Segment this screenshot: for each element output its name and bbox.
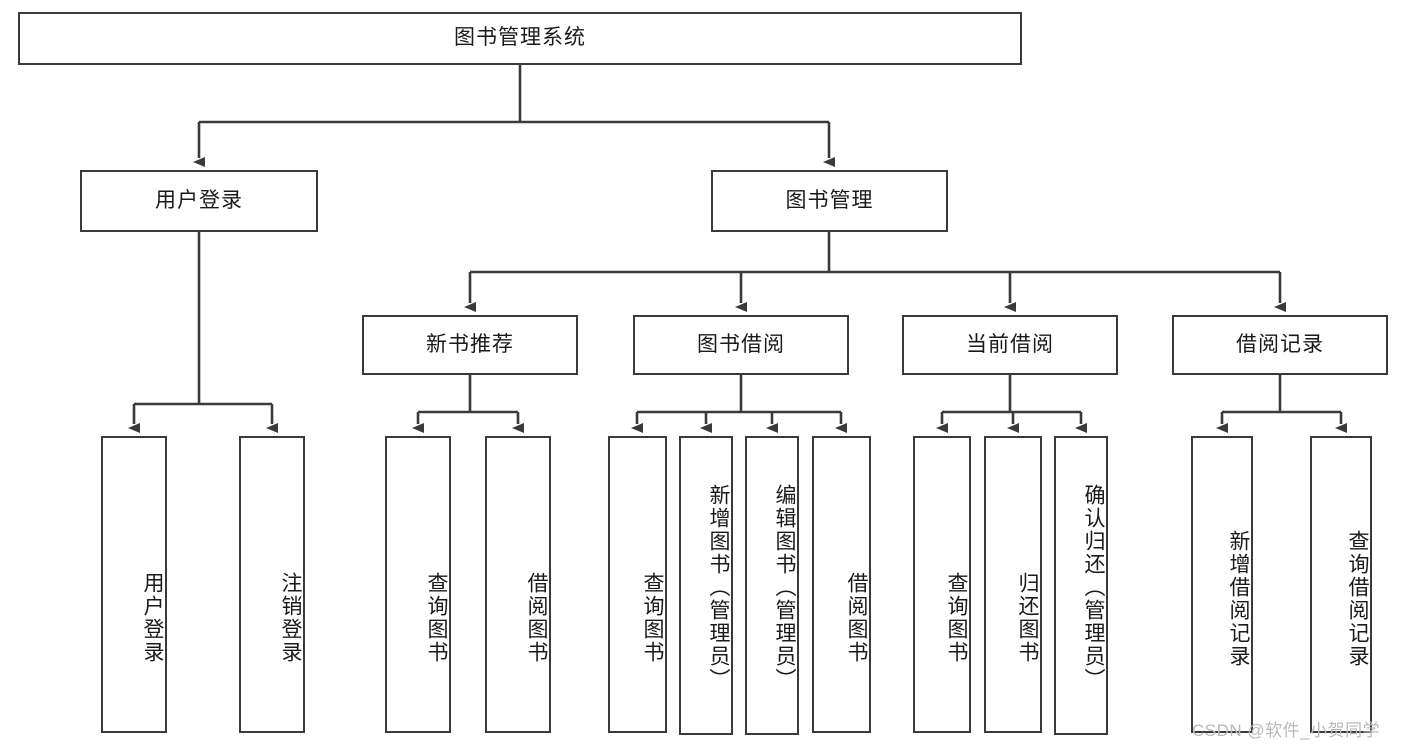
- node-leaf-query-book-borrow[interactable]: 查询图书: [608, 436, 667, 733]
- node-leaf-confirm-return-admin[interactable]: 确认归还（管理员）: [1054, 436, 1108, 735]
- node-leaf-borrow-book-borrow[interactable]: 借阅图书: [812, 436, 871, 733]
- node-leaf-add-borrow-record[interactable]: 新增借阅记录: [1191, 436, 1253, 733]
- node-leaf-return-book[interactable]: 归还图书: [984, 436, 1042, 733]
- node-root[interactable]: 图书管理系统: [18, 12, 1022, 65]
- node-leaf-user-login[interactable]: 用户登录: [101, 436, 167, 733]
- csdn-watermark: CSDN @软件_小贺同学: [1192, 721, 1381, 740]
- node-leaf-logout-login[interactable]: 注销登录: [239, 436, 305, 733]
- node-new-book-recommend[interactable]: 新书推荐: [362, 315, 578, 375]
- node-leaf-edit-book-admin[interactable]: 编辑图书（管理员）: [745, 436, 799, 735]
- node-current-borrow[interactable]: 当前借阅: [902, 315, 1118, 375]
- node-user-login[interactable]: 用户登录: [80, 170, 318, 232]
- node-book-borrow[interactable]: 图书借阅: [633, 315, 849, 375]
- node-leaf-borrow-book-recommend[interactable]: 借阅图书: [485, 436, 551, 733]
- node-book-manage[interactable]: 图书管理: [711, 170, 948, 232]
- node-leaf-add-book-admin[interactable]: 新增图书（管理员）: [679, 436, 733, 735]
- node-leaf-query-borrow-record[interactable]: 查询借阅记录: [1310, 436, 1372, 733]
- node-borrow-record[interactable]: 借阅记录: [1172, 315, 1388, 375]
- node-leaf-query-book-current[interactable]: 查询图书: [913, 436, 971, 733]
- node-leaf-query-book-recommend[interactable]: 查询图书: [385, 436, 451, 733]
